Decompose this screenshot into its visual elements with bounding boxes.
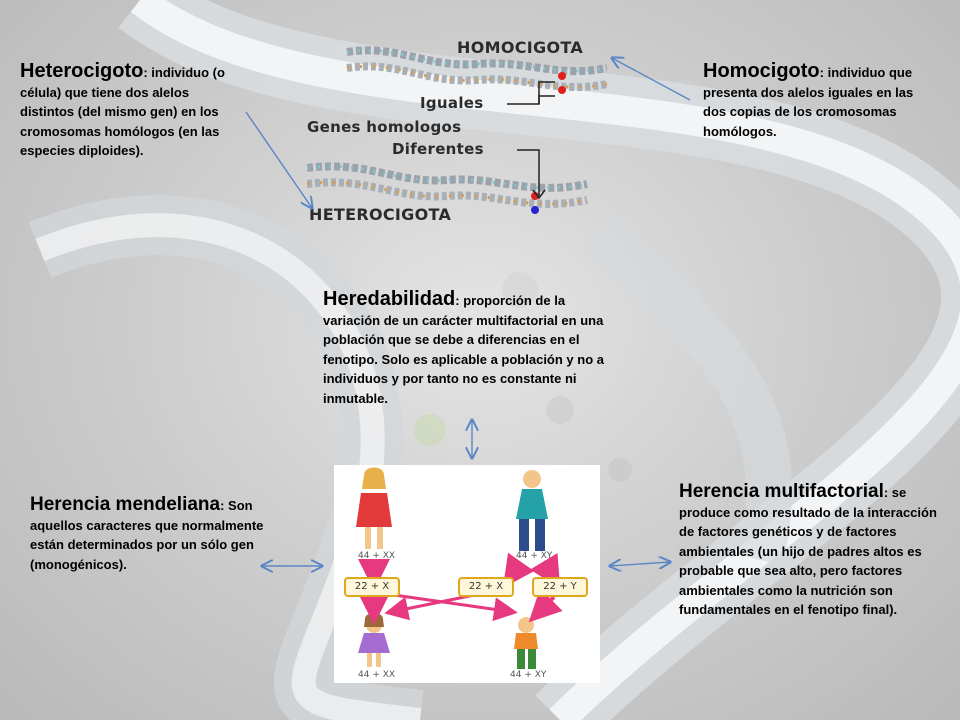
definition-herencia-mendeliana: Herencia mendeliana: Son aquellos caract… bbox=[30, 495, 285, 574]
label-homocigota: HOMOCIGOTA bbox=[457, 38, 583, 57]
label-genes-homologos: Genes homologos bbox=[307, 118, 462, 136]
family-inheritance-drawing bbox=[356, 467, 563, 669]
text-herencia-multifactorial: : se produce como resultado de la intera… bbox=[679, 485, 937, 617]
definition-heterocigoto: Heterocigoto: individuo (o célula) que t… bbox=[20, 60, 242, 161]
definition-herencia-multifactorial: Herencia multifactorial: se produce como… bbox=[679, 482, 941, 620]
daughter-karyotype: 44 + XX bbox=[358, 670, 396, 680]
definition-homocigoto: Homocigoto: individuo que presenta dos a… bbox=[703, 60, 931, 141]
allele-hetero-1 bbox=[531, 192, 539, 200]
term-herencia-mendeliana: Herencia mendeliana bbox=[30, 494, 221, 515]
label-diferentes: Diferentes bbox=[392, 140, 484, 158]
text-homocigoto: : individuo que presenta dos alelos igua… bbox=[703, 65, 914, 139]
term-heterocigoto: Heterocigoto bbox=[20, 60, 144, 82]
son-figure bbox=[514, 617, 538, 669]
father-karyotype: 44 + XY bbox=[516, 551, 553, 561]
son-karyotype: 44 + XY bbox=[510, 670, 547, 680]
term-heredabilidad: Heredabilidad bbox=[323, 288, 456, 310]
chromosome-figure: HOMOCIGOTA Iguales Genes homologos Difer… bbox=[307, 38, 607, 228]
label-heterocigota: HETEROCIGOTA bbox=[309, 205, 452, 224]
homologous-chromosomes-drawing bbox=[307, 46, 607, 214]
allele-homo-2 bbox=[558, 86, 566, 94]
mother-figure bbox=[356, 467, 392, 549]
label-iguales: Iguales bbox=[420, 94, 484, 112]
definition-heredabilidad: Heredabilidad: proporción de la variació… bbox=[323, 288, 623, 408]
karyotype-inheritance-figure: 44 + XX 44 + XY 22 + X 22 + X 22 + Y 44 … bbox=[334, 465, 600, 683]
gamete-father-y: 22 + Y bbox=[532, 577, 588, 597]
term-homocigoto: Homocigoto bbox=[703, 60, 820, 82]
text-herencia-mendeliana: : Son aquellos caracteres que normalment… bbox=[30, 498, 264, 572]
term-herencia-multifactorial: Herencia multifactorial bbox=[679, 481, 884, 502]
text-heterocigoto: : individuo (o célula) que tiene dos ale… bbox=[20, 65, 225, 158]
mother-karyotype: 44 + XX bbox=[358, 551, 396, 561]
text-heredabilidad: : proporción de la variación de un carác… bbox=[323, 293, 604, 406]
allele-hetero-2 bbox=[531, 206, 539, 214]
daughter-figure bbox=[358, 613, 390, 667]
gamete-father-x: 22 + X bbox=[458, 577, 514, 597]
father-figure bbox=[516, 470, 548, 551]
gamete-mother: 22 + X bbox=[344, 577, 400, 597]
allele-homo-1 bbox=[558, 72, 566, 80]
